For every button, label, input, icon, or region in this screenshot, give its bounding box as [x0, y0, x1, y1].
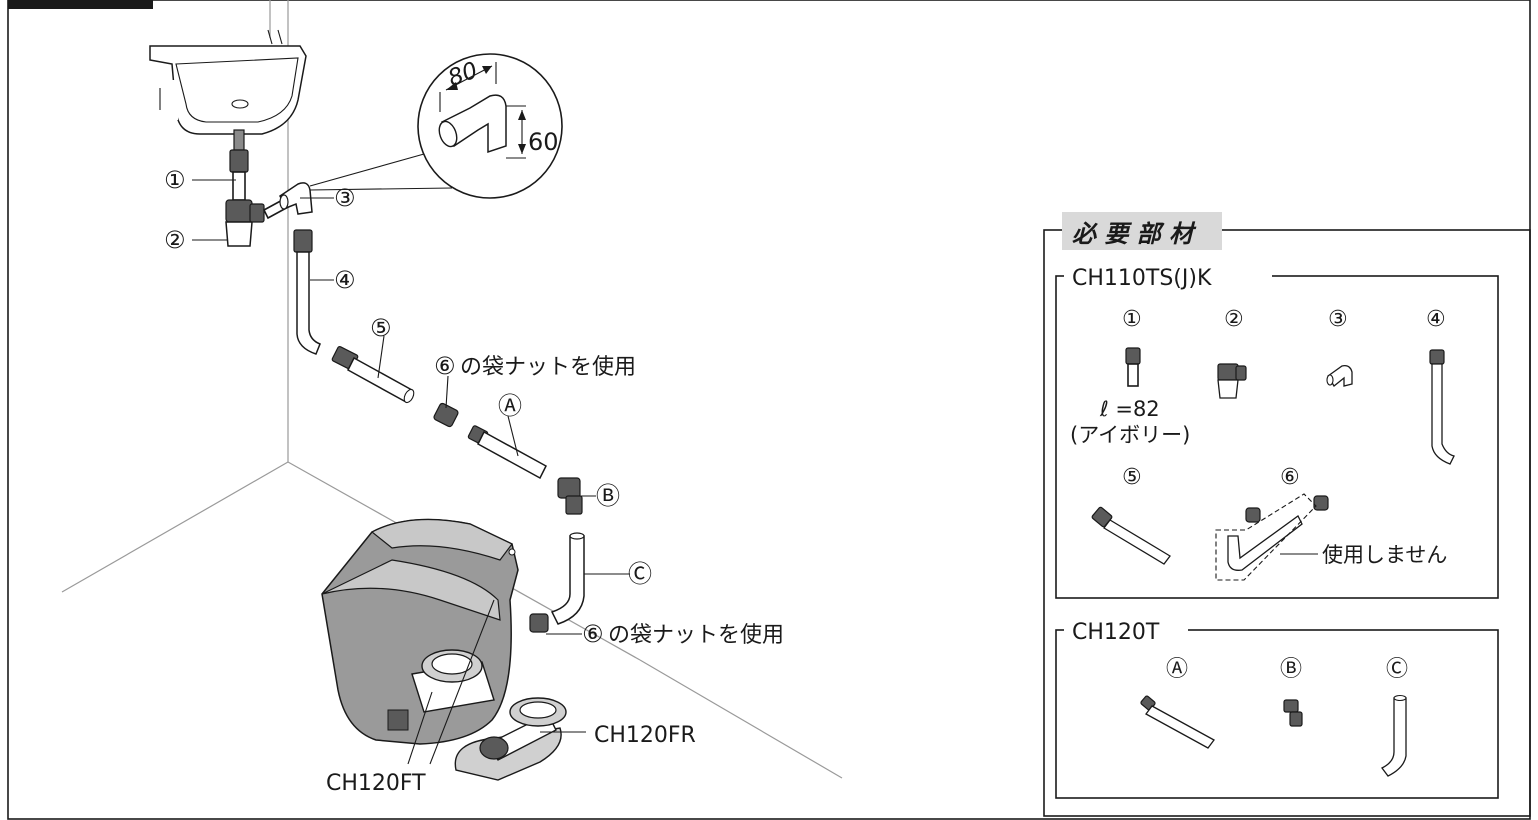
- part2-trap: [225, 199, 265, 247]
- label-ch120fr: CH120FR: [594, 723, 696, 748]
- basin-drain-stub: [233, 129, 245, 151]
- label-3: ③: [334, 184, 356, 212]
- part4-bent-pipe: [293, 229, 321, 355]
- kit2-name: CH120T: [1072, 620, 1160, 645]
- kit1-part5-icon: [1091, 506, 1171, 565]
- kit1-length-note: ℓ =82: [1099, 397, 1160, 421]
- kit1-label-4: ④: [1426, 307, 1446, 332]
- kit1-label-3: ③: [1328, 307, 1348, 332]
- label-2: ②: [164, 226, 186, 254]
- kit1-not-used-note: 使用しません: [1322, 543, 1447, 567]
- kit2-partA-icon: [1140, 695, 1215, 749]
- partC-bent-pipe: [550, 532, 585, 625]
- kit2-label-B: Ⓑ: [1280, 657, 1302, 682]
- nut-note-upper: の袋ナットを使用: [460, 355, 636, 380]
- kit2-label-C: Ⓒ: [1386, 657, 1408, 682]
- kit1-name: CH110TS(J)K: [1072, 266, 1212, 291]
- part3-elbow: [279, 182, 313, 215]
- kit1-label-6: ⑥: [1280, 465, 1300, 490]
- toilet: [321, 518, 519, 745]
- label-1: ①: [164, 166, 186, 194]
- part6-cap-nut-upper: [433, 402, 459, 428]
- part6-cap-nut-lower: [529, 613, 549, 633]
- label-4: ④: [334, 266, 356, 294]
- label-5: ⑤: [370, 314, 392, 342]
- kit2-label-A: Ⓐ: [1166, 657, 1188, 682]
- kit1-part2-icon: [1217, 363, 1247, 399]
- partB-elbow: [557, 477, 583, 515]
- header-tab: [8, 0, 153, 9]
- kit1-part3-icon: [1326, 364, 1353, 387]
- label-C: Ⓒ: [628, 560, 652, 588]
- detail-callout: [309, 53, 563, 199]
- wash-basin: [149, 29, 307, 135]
- kit1-part1-icon: [1125, 347, 1141, 387]
- dim-60-label: 60: [528, 128, 559, 156]
- parts-panel-title: 必 要 部 材: [1072, 220, 1197, 248]
- kit1-color-note: (アイボリー): [1070, 423, 1190, 447]
- partA-straight-pipe: [467, 425, 547, 480]
- nut-note-lower: の袋ナットを使用: [608, 623, 784, 648]
- kit1-part4-icon: [1429, 349, 1455, 465]
- flange-front: [411, 649, 495, 713]
- kit2-partC-icon: [1381, 694, 1407, 777]
- label-6-upper: ⑥: [434, 352, 456, 380]
- kit1-label-1: ①: [1122, 307, 1142, 332]
- kit2-partB-icon: [1283, 699, 1303, 727]
- kit1-label-5: ⑤: [1122, 465, 1142, 490]
- label-leaders: [192, 179, 630, 765]
- label-ch120ft: CH120FT: [326, 771, 426, 796]
- kit1-label-2: ②: [1224, 307, 1244, 332]
- label-B: Ⓑ: [596, 482, 620, 510]
- label-A: Ⓐ: [498, 392, 522, 420]
- label-6-lower: ⑥: [582, 620, 604, 648]
- parts-panel: [1043, 212, 1531, 817]
- part1-extension-pipe: [229, 149, 249, 201]
- part5-straight-pipe: [331, 345, 415, 404]
- kit1-part6-icon: [1215, 493, 1329, 581]
- flange-rear: [454, 697, 567, 781]
